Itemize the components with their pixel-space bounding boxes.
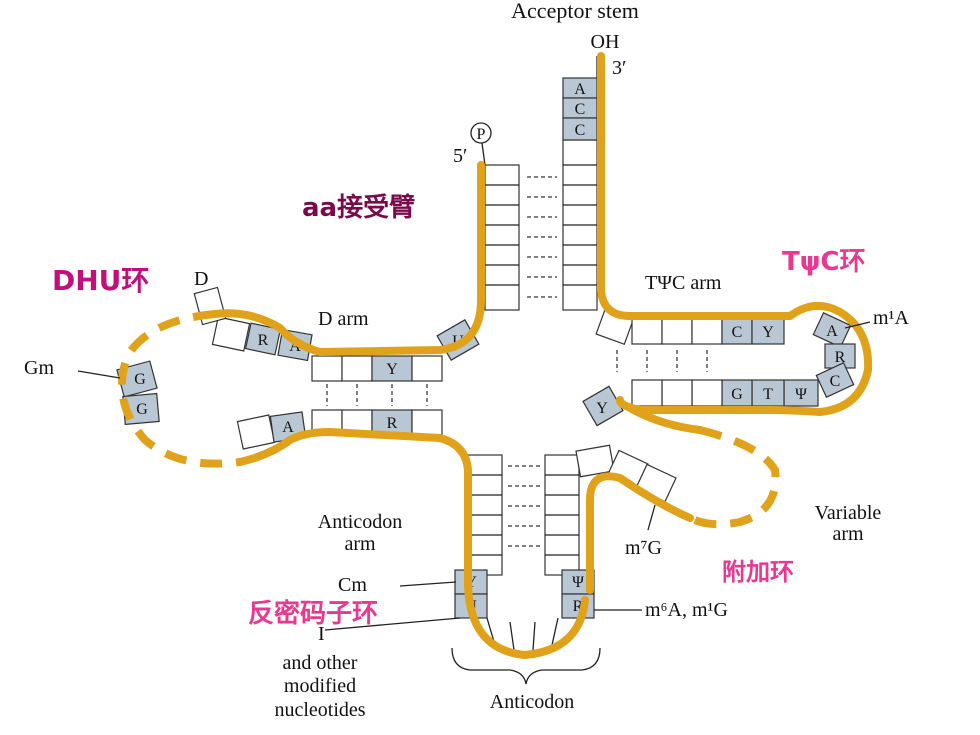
acceptor-right-strand: A C C: [562, 77, 598, 311]
other-label-3: nucleotides: [274, 699, 365, 721]
d-arm-base: A: [282, 419, 294, 436]
labels: Acceptor stem OH 3′ 5′ D arm D TΨC arm m…: [24, 0, 910, 721]
acceptor-stem: A C C: [484, 56, 598, 311]
variable-arm-label-2: arm: [832, 523, 864, 545]
m7g-label: m⁷G: [625, 537, 662, 559]
cm-label: Cm: [338, 574, 367, 596]
t-loop-base: G: [731, 386, 743, 403]
t-loop-base: R: [835, 349, 846, 366]
anticodon-loop-base: R: [573, 598, 584, 615]
extra-loop-cn-label: 附加环: [722, 558, 794, 586]
phosphate-label: P: [477, 126, 486, 143]
oh-label: OH: [591, 31, 620, 53]
t-loop-base: C: [830, 373, 841, 390]
t-loop-base: A: [826, 323, 838, 340]
anticodon-loop-base: Ψ: [572, 574, 584, 591]
d-loop-base: G: [134, 371, 146, 388]
d-loop-base: G: [136, 401, 148, 418]
d-arm-label: D arm: [318, 308, 369, 330]
acceptor-base: C: [575, 122, 586, 139]
tpsic-arm: C Y A R C Ψ T G Y: [582, 306, 856, 427]
tpsic-arm-label: TΨC arm: [645, 272, 722, 294]
anticodon-arm: Y U Ψ R: [451, 454, 601, 685]
aa-arm-cn-label: aa接受臂: [302, 192, 415, 223]
dhu-loop-cn-label: DHU环: [52, 264, 149, 297]
chinese-annotations: aa接受臂 DHU环 TψC环 附加环 反密码子环: [52, 192, 865, 629]
tpsic-loop-cn-label: TψC环: [782, 247, 865, 277]
backbone: [117, 52, 873, 659]
variable-arm-label-1: Variable: [815, 502, 882, 524]
phosphate-group: P: [470, 122, 492, 166]
other-label-2: modified: [284, 675, 356, 697]
d-arm: R A Y U A R G G: [116, 286, 480, 450]
acceptor-left-strand: [484, 164, 520, 311]
d-base-label: D: [194, 268, 208, 290]
anticodon-arm-label-2: arm: [344, 533, 376, 555]
anticodon-label: Anticodon: [490, 691, 574, 713]
m1a-label: m¹A: [873, 307, 910, 329]
t-arm-base: Y: [762, 324, 774, 341]
anticodon-loop-cn-label: 反密码子环: [248, 598, 378, 629]
anticodon-arm-label-1: Anticodon: [318, 511, 402, 533]
t-loop-base: Ψ: [795, 386, 807, 403]
t-arm-base: Y: [596, 400, 608, 417]
acceptor-stem-label: Acceptor stem: [511, 0, 639, 23]
inosine-label: I: [318, 623, 325, 645]
five-prime-label: 5′: [453, 145, 467, 167]
d-arm-base: R: [258, 332, 269, 349]
gm-label: Gm: [24, 357, 54, 379]
d-arm-base: Y: [386, 361, 398, 378]
acceptor-hbonds: [527, 176, 557, 298]
other-label-1: and other: [283, 652, 358, 674]
three-prime-label: 3′: [612, 57, 626, 79]
acceptor-base: A: [574, 81, 586, 98]
t-arm-base: C: [732, 324, 743, 341]
acceptor-base: C: [575, 101, 586, 118]
m6a-label: m⁶A, m¹G: [645, 599, 728, 621]
t-loop-base: T: [763, 386, 773, 403]
d-arm-base: R: [387, 415, 398, 432]
